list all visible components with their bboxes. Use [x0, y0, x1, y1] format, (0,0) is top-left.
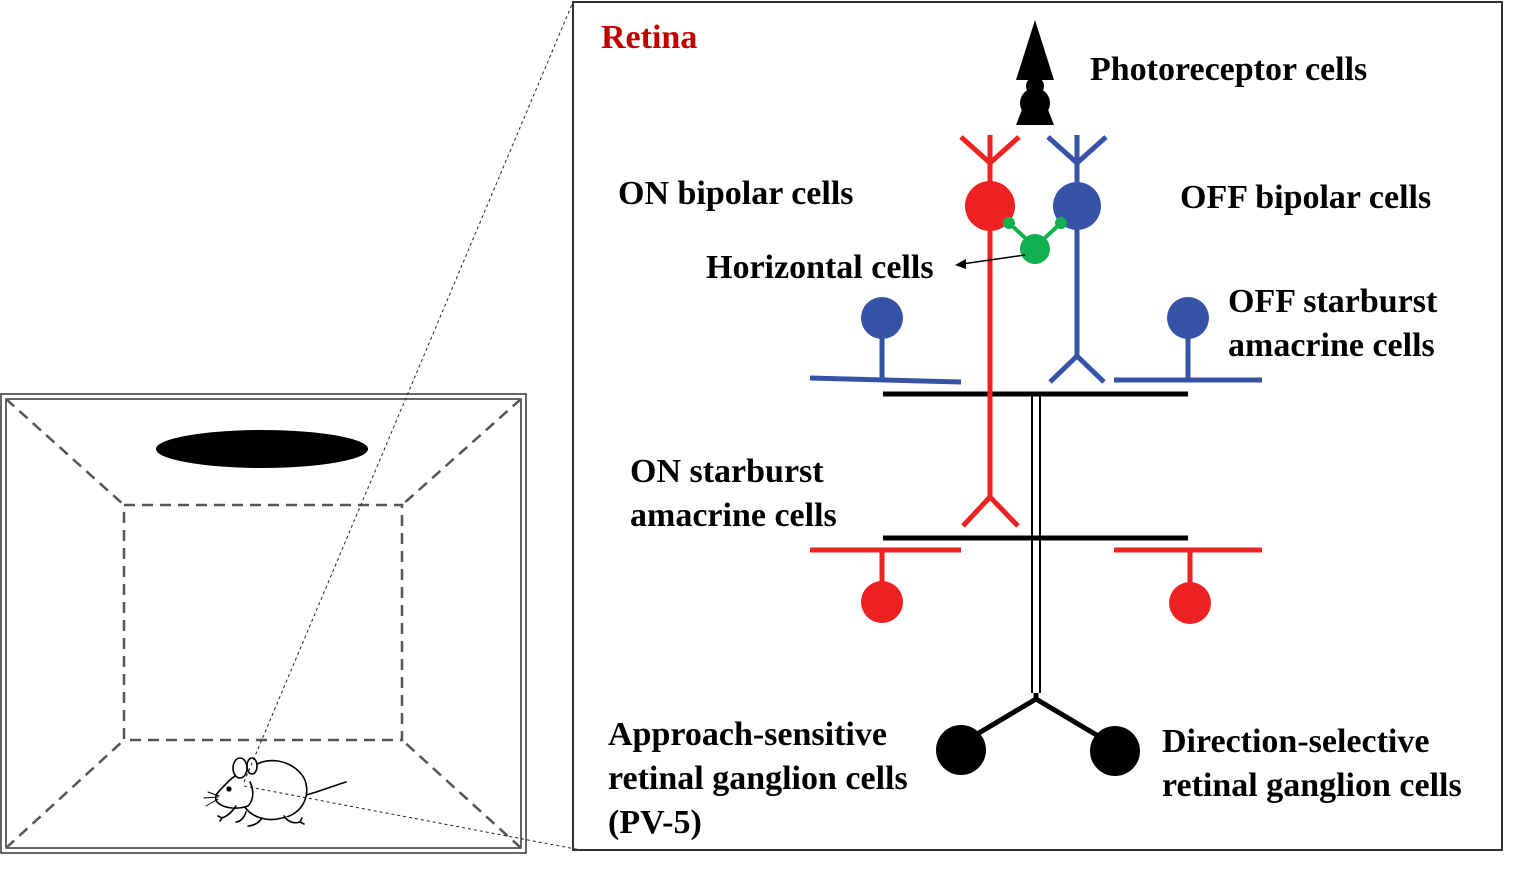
- dark-ellipse-icon: [156, 430, 368, 468]
- arena-outer-frame: [0, 393, 527, 854]
- mouse-icon: [203, 757, 347, 827]
- arena-inner-frame: [5, 398, 522, 849]
- off-starburst-label-line-2: amacrine cells: [1228, 327, 1435, 364]
- arena-perspective-box: [5, 398, 522, 849]
- direction-selective-rgc-soma: [1090, 726, 1140, 776]
- approach-rgc-label-line-1: Approach-sensitive: [608, 716, 887, 753]
- horizontal-cells-label: Horizontal cells: [706, 249, 934, 286]
- off-starburst-amacrine-left: [809, 297, 962, 385]
- approach-rgc-label-line-2: retinal ganglion cells: [608, 760, 908, 797]
- off-starburst-label-line-1: OFF starburst: [1228, 283, 1438, 320]
- retina-title: Retina: [601, 19, 698, 56]
- off-bipolar-cell: [1046, 135, 1108, 384]
- on-starburst-amacrine-right: [1114, 547, 1262, 624]
- direction-selective-rgc-label: Direction-selective retinal ganglion cel…: [1162, 720, 1462, 808]
- approach-rgc-label-line-3: (PV-5): [608, 804, 702, 841]
- approach-sensitive-rgc-label: Approach-sensitive retinal ganglion cell…: [608, 713, 908, 845]
- horizontal-cell-pointer-arrow: [955, 254, 1026, 269]
- ganglion-tree: [960, 394, 1112, 746]
- on-bipolar-cell: [959, 135, 1021, 528]
- arena-panel: [0, 1, 587, 854]
- inner-plexiform-layers: [883, 391, 1188, 541]
- off-starburst-label: OFF starburst amacrine cells: [1228, 280, 1437, 368]
- retina-panel: [572, 1, 1503, 851]
- on-starburst-label-line-2: amacrine cells: [630, 497, 837, 534]
- direction-rgc-label-line-2: retinal ganglion cells: [1162, 767, 1462, 804]
- off-starburst-amacrine-right: [1114, 297, 1262, 383]
- on-starburst-label-line-1: ON starburst: [630, 453, 824, 490]
- horizontal-cell: [1003, 217, 1067, 264]
- retina-frame: [572, 1, 1503, 851]
- photoreceptor-icon: [1016, 20, 1054, 125]
- approach-sensitive-rgc-soma: [936, 725, 986, 775]
- photoreceptor-label: Photoreceptor cells: [1090, 51, 1368, 88]
- on-bipolar-label: ON bipolar cells: [618, 175, 854, 212]
- zoom-lines: [243, 1, 587, 852]
- on-starburst-label: ON starburst amacrine cells: [630, 450, 837, 538]
- off-bipolar-label: OFF bipolar cells: [1180, 179, 1432, 216]
- direction-rgc-label-line-1: Direction-selective: [1162, 723, 1430, 760]
- on-starburst-amacrine-left: [810, 547, 961, 623]
